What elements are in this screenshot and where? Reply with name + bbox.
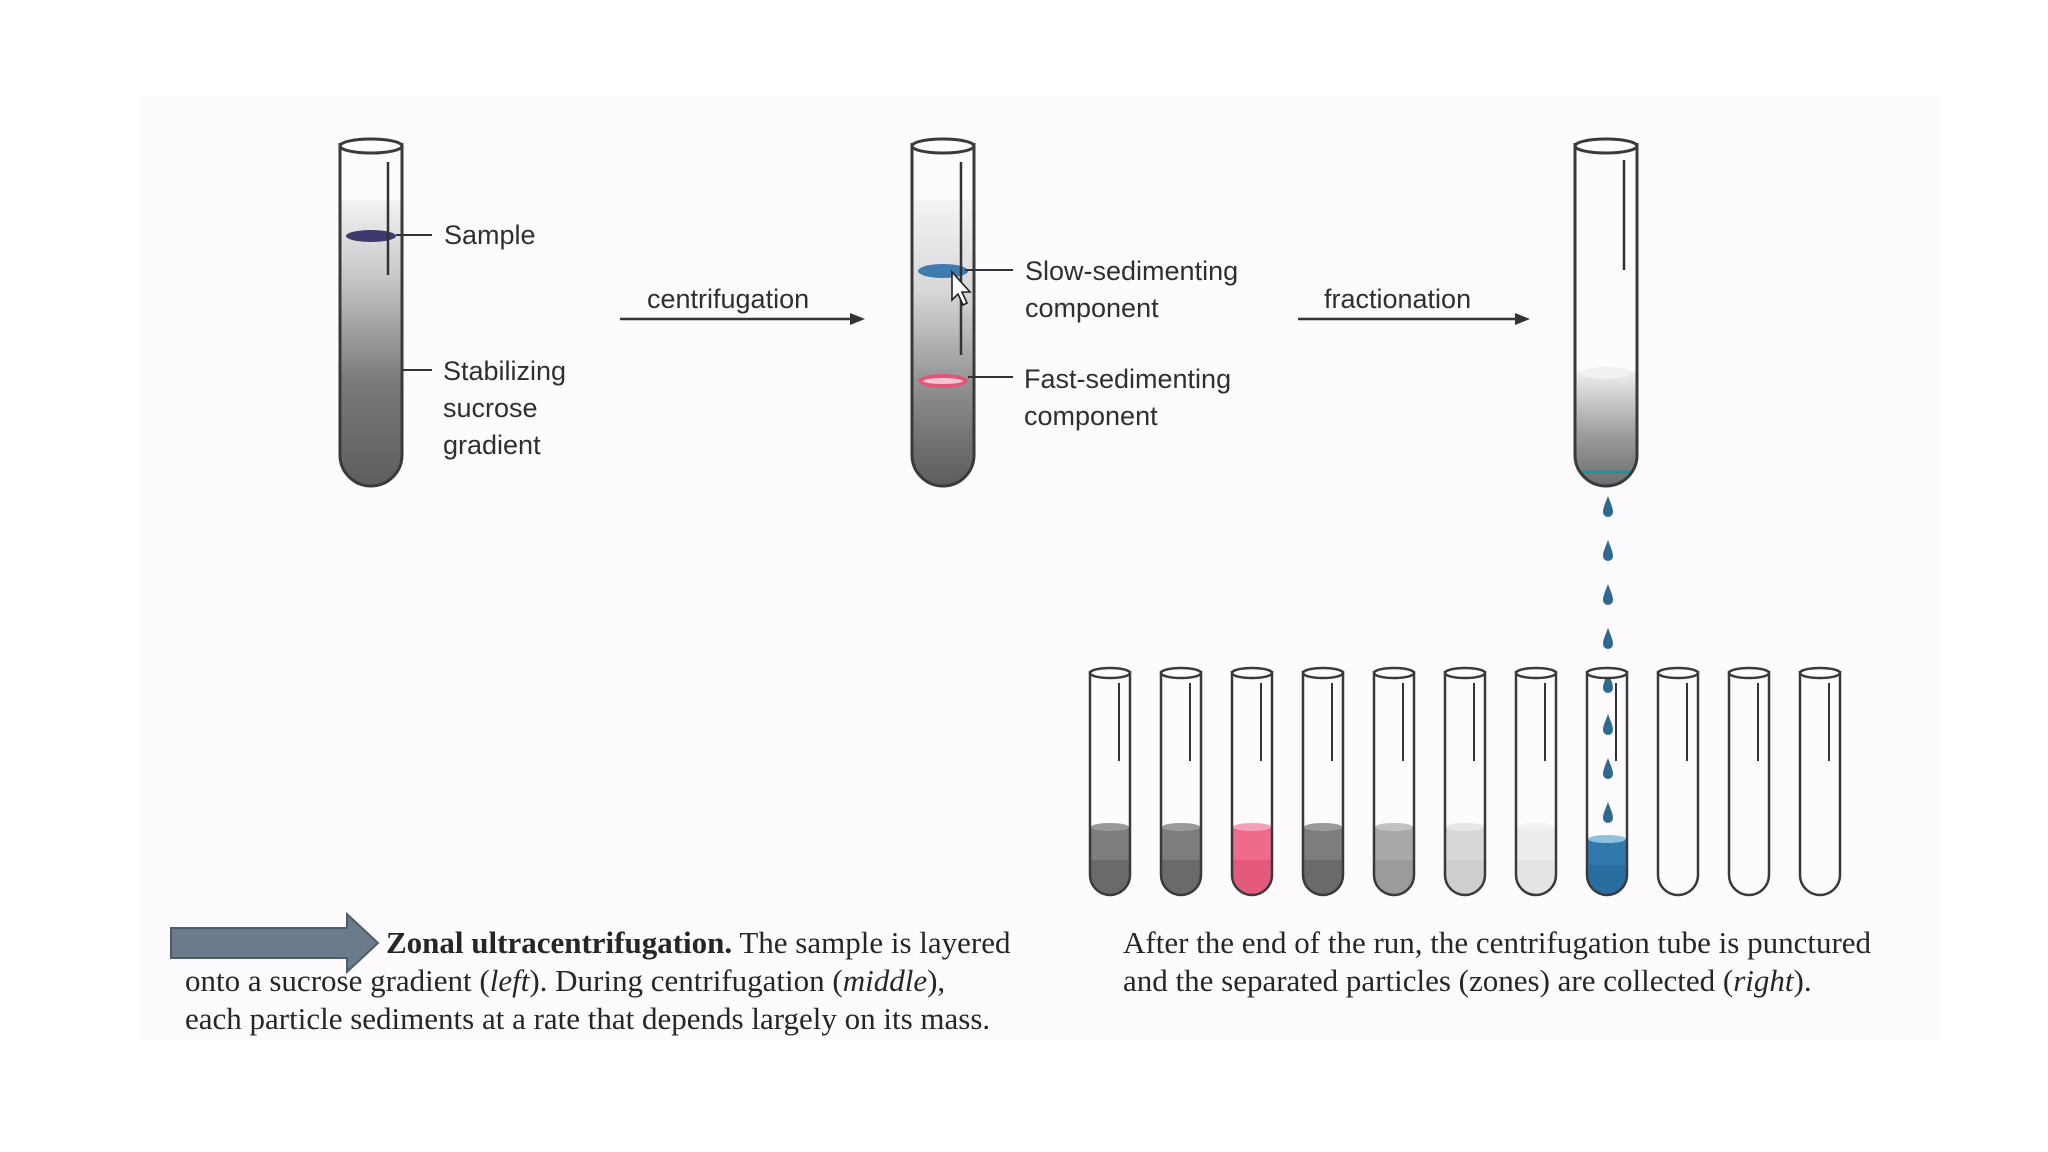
fraction-tube-7 [1514, 666, 1558, 897]
fraction-tube-11 [1798, 666, 1842, 897]
label-centrifugation: centrifugation [647, 284, 809, 314]
tube-middle [910, 137, 976, 488]
sample-band [346, 230, 396, 242]
slow-band [918, 264, 968, 278]
fraction-tube-9 [1656, 666, 1700, 897]
caption-left-text-5: each particle sediments at a rate that d… [185, 1001, 991, 1036]
fraction-tubes [1088, 666, 1842, 897]
label-sample: Sample [444, 220, 536, 250]
fraction-tube-2 [1159, 666, 1203, 897]
fraction-tube-1 [1088, 666, 1132, 897]
drop-8 [1603, 802, 1613, 823]
mouse-cursor-icon [951, 269, 972, 307]
label-gradient-3: gradient [443, 430, 541, 460]
caption-left-text-1: The sample is layered [732, 925, 1011, 960]
caption-left-text-3: ). During centrifugation ( [529, 963, 843, 998]
drop-7 [1603, 758, 1613, 779]
drop-3 [1603, 584, 1613, 605]
drop-4 [1603, 628, 1613, 649]
drop-5 [1603, 672, 1613, 693]
caption-title: Zonal ultracentrifugation. [386, 925, 733, 960]
caption-left-em-2: middle [842, 963, 928, 998]
fractionation-arrow [1298, 313, 1530, 325]
caption-right-text-3: ). [1793, 963, 1812, 998]
label-fractionation: fractionation [1324, 284, 1471, 314]
fraction-tube-8 [1585, 666, 1629, 897]
caption-right-text-1: After the end of the run, the centrifuga… [1123, 925, 1872, 960]
caption-right: After the end of the run, the centrifuga… [1123, 924, 2023, 1000]
drops [1603, 496, 1613, 823]
label-gradient-1: Stabilizing [443, 356, 566, 386]
caption-left: Zonal ultracentrifugation. The sample is… [185, 924, 1085, 1038]
caption-left-text-2: onto a sucrose gradient ( [185, 963, 490, 998]
fraction-tube-6 [1443, 666, 1487, 897]
fraction-tube-4 [1301, 666, 1345, 897]
tube-right [1573, 137, 1639, 488]
caption-right-text-2: and the separated particles (zones) are … [1123, 963, 1734, 998]
label-slow-2: component [1025, 293, 1159, 323]
caption-left-em-1: left [489, 963, 530, 998]
figure-panel [140, 95, 1940, 1040]
label-slow-1: Slow-sedimenting [1025, 256, 1238, 286]
fraction-tube-10 [1727, 666, 1771, 897]
drop-2 [1603, 540, 1613, 561]
caption-left-text-4: ), [927, 963, 946, 998]
label-gradient-2: sucrose [443, 393, 538, 423]
drop-6 [1603, 714, 1613, 735]
label-fast-2: component [1024, 401, 1158, 431]
caption-right-em: right [1733, 963, 1794, 998]
block-arrow-pointer [170, 911, 380, 975]
label-fast-1: Fast-sedimenting [1024, 364, 1231, 394]
drop-1 [1603, 496, 1613, 517]
fraction-tube-3 [1230, 666, 1274, 897]
fraction-tube-5 [1372, 666, 1416, 897]
centrifugation-arrow [620, 313, 865, 325]
tube-left [338, 137, 404, 488]
